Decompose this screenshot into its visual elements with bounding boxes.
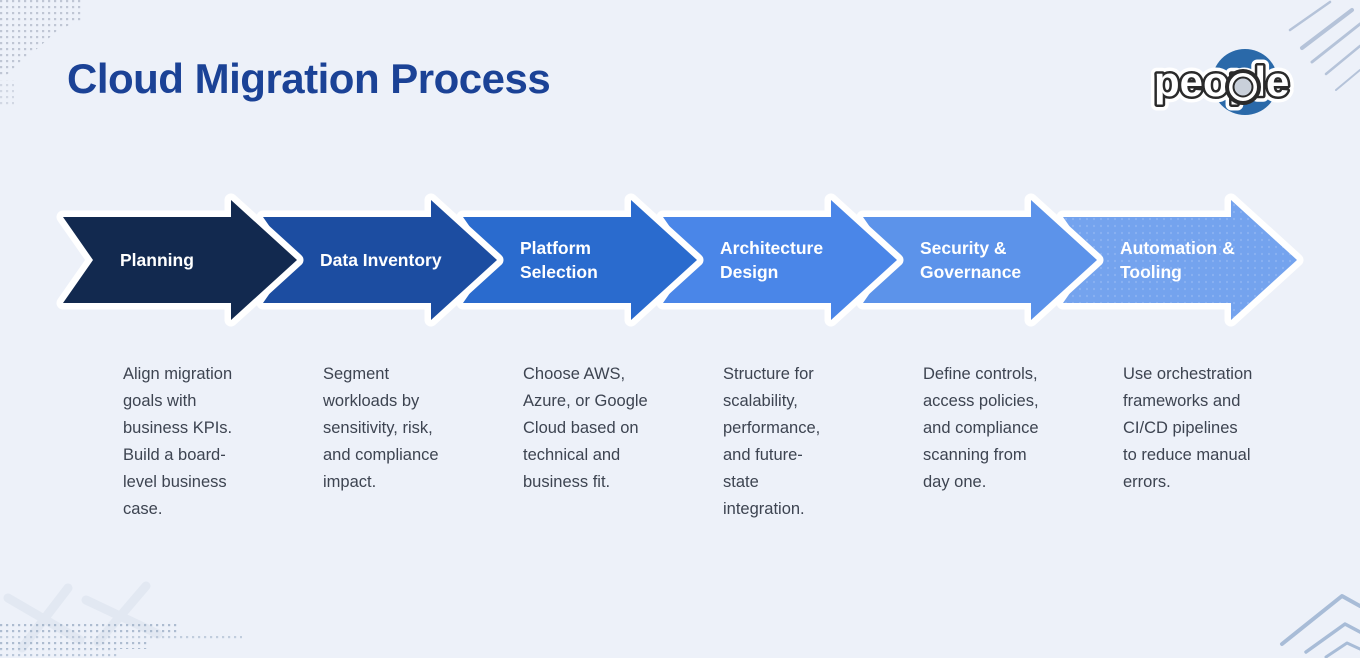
bottomleft-hash-decoration bbox=[0, 581, 242, 657]
stage-description-planning: Align migration goals with business KPIs… bbox=[123, 365, 233, 518]
stage-label-text: Security & Governance bbox=[920, 237, 1022, 282]
stage-label-text: Architecture Design bbox=[720, 237, 824, 282]
stage-label-architecture-design: Architecture Design bbox=[720, 200, 858, 320]
stage-arrow-automation-tooling-texture bbox=[1063, 200, 1297, 320]
stage-label-planning: Planning bbox=[120, 200, 258, 320]
brand-logo: people people people bbox=[1140, 40, 1320, 130]
topright-strokes-decoration bbox=[1288, 0, 1360, 91]
logo-text: people bbox=[1154, 58, 1289, 105]
stage-label-automation-tooling: Automation & Tooling bbox=[1120, 200, 1258, 320]
stage-label-data-inventory: Data Inventory bbox=[320, 200, 458, 320]
stage-label-platform-selection: Platform Selection bbox=[520, 200, 658, 320]
process-arrow-strip bbox=[56, 193, 1304, 327]
bottomright-chevrons-decoration bbox=[1280, 594, 1360, 658]
topleft-halftone-decoration bbox=[0, 0, 82, 106]
stage-arrow-planning bbox=[56, 193, 304, 327]
page-title: Cloud Migration Process bbox=[67, 55, 551, 102]
stage-description-platform-selection: Choose AWS, Azure, or Google Cloud based… bbox=[523, 365, 648, 491]
logo-lens-inner-icon bbox=[1232, 76, 1254, 98]
stage-label-text: Planning bbox=[120, 249, 194, 270]
stage-description-automation-tooling: Use orchestration frameworks and CI/CD p… bbox=[1123, 365, 1253, 491]
stage-label-text: Data Inventory bbox=[320, 249, 442, 270]
stage-description-data-inventory: Segment workloads by sensitivity, risk, … bbox=[323, 365, 439, 491]
stage-description-architecture-design: Structure for scalability, performance, … bbox=[723, 365, 821, 518]
logo-text-halo: people bbox=[1154, 58, 1289, 105]
stage-label-security-governance: Security & Governance bbox=[920, 200, 1058, 320]
stage-label-text: Automation & Tooling bbox=[1120, 237, 1235, 282]
logo-text-outline: people bbox=[1154, 58, 1289, 105]
people-logo-graphic: people people people bbox=[1148, 49, 1295, 115]
stage-label-text: Platform Selection bbox=[520, 237, 598, 282]
stage-description-security-governance: Define controls, access policies, and co… bbox=[923, 365, 1039, 491]
